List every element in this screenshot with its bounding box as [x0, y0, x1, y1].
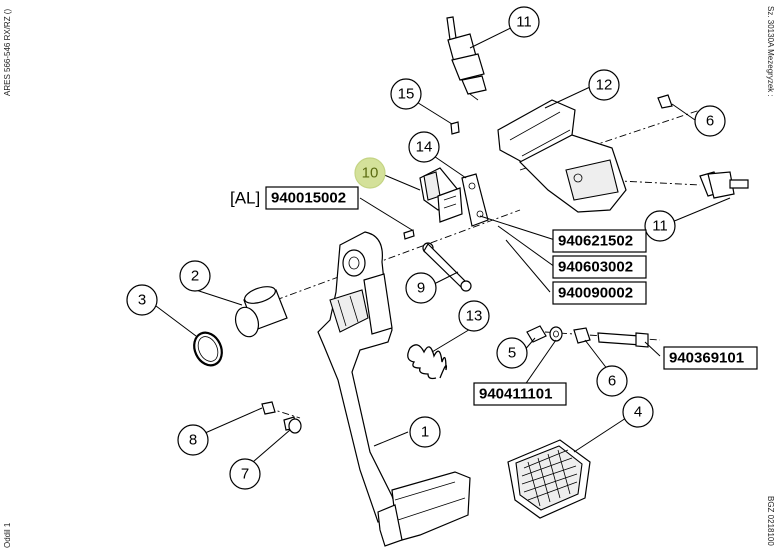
- svg-text:7: 7: [241, 466, 249, 483]
- svg-text:3: 3: [138, 292, 146, 309]
- svg-text:12: 12: [596, 77, 613, 94]
- part-number-940621502[interactable]: 940621502: [552, 229, 647, 253]
- return-spring-part: [407, 344, 448, 380]
- svg-text:10: 10: [362, 165, 379, 182]
- part-number-940369101[interactable]: 940369101: [663, 346, 758, 370]
- spring-bracket-part: [461, 173, 489, 227]
- sensor-bracket-part: [403, 167, 463, 240]
- svg-text:940090002: 940090002: [558, 285, 633, 302]
- callout-3: 3: [126, 284, 158, 316]
- mounting-bracket-part: [497, 99, 627, 213]
- brake-switch-right-part: [699, 171, 749, 199]
- callout-5: 5: [496, 337, 528, 369]
- callout-8: 8: [177, 424, 209, 456]
- screw-part: [450, 121, 460, 135]
- bushing-top-right-part: [657, 94, 673, 109]
- svg-text:9: 9: [417, 280, 425, 297]
- callout-6-top: 6: [694, 105, 726, 137]
- pedal-arm-part: [317, 231, 471, 547]
- svg-text:1: 1: [421, 424, 429, 441]
- callout-2: 2: [179, 260, 211, 292]
- callout-1: 1: [409, 416, 441, 448]
- svg-text:[AL]: [AL]: [230, 189, 260, 208]
- callout-7: 7: [229, 458, 261, 490]
- callout-6-bottom: 6: [596, 365, 628, 397]
- callout-11-right: 11: [644, 210, 676, 242]
- svg-text:6: 6: [608, 373, 616, 390]
- bushing-part: [234, 286, 288, 338]
- part-number-940603002[interactable]: 940603002: [552, 255, 647, 279]
- callout-14: 14: [408, 131, 440, 163]
- svg-text:2: 2: [191, 268, 199, 285]
- callout-13: 13: [458, 300, 490, 332]
- part-number-940090002[interactable]: 940090002: [552, 281, 647, 305]
- svg-text:8: 8: [189, 432, 197, 449]
- bolt-assembly-part: [526, 325, 649, 348]
- svg-text:940621502: 940621502: [558, 233, 633, 250]
- svg-text:940015002: 940015002: [271, 190, 346, 207]
- circlip-part: [193, 331, 223, 367]
- callout-12: 12: [588, 69, 620, 101]
- callout-15: 15: [390, 78, 422, 110]
- part-number-940411101[interactable]: 940411101: [473, 382, 567, 406]
- svg-text:4: 4: [634, 404, 642, 421]
- svg-text:940411101: 940411101: [479, 386, 552, 403]
- link-rod-part: [422, 242, 472, 292]
- svg-text:15: 15: [398, 86, 415, 103]
- svg-text:11: 11: [652, 218, 668, 235]
- svg-text:940603002: 940603002: [558, 259, 633, 276]
- svg-text:940369101: 940369101: [669, 350, 744, 367]
- pedal-pad-part: [507, 439, 591, 519]
- svg-text:11: 11: [516, 14, 532, 31]
- svg-text:14: 14: [416, 139, 433, 156]
- callout-11-top: 11: [508, 6, 540, 38]
- brake-switch-top-part: [446, 16, 487, 101]
- pin-and-cap-part: [261, 401, 302, 434]
- svg-text:6: 6: [706, 113, 714, 130]
- callout-4: 4: [622, 396, 654, 428]
- svg-text:5: 5: [508, 345, 516, 362]
- callout-10-highlighted[interactable]: 10: [354, 157, 386, 189]
- svg-text:13: 13: [466, 308, 483, 325]
- callout-9: 9: [405, 272, 437, 304]
- part-number-940015002[interactable]: [AL] 940015002: [230, 186, 359, 210]
